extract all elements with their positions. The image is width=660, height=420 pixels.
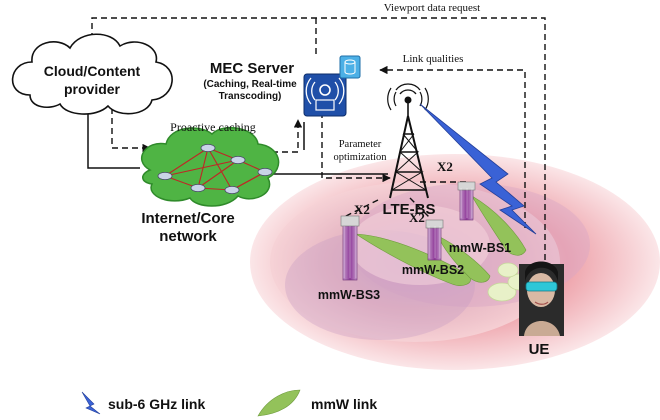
link-qualities-line — [379, 65, 526, 228]
router-icons — [157, 143, 273, 194]
lte-bs-tower — [387, 83, 429, 199]
mmw-beam-bs1 — [471, 195, 527, 256]
legend-mmw-label: mmW link — [311, 396, 377, 412]
sub6-ghz-link — [419, 103, 537, 235]
core-label-line1: Internet/Core — [141, 210, 234, 227]
ue-user-image — [519, 261, 564, 336]
mec-subtitle-2: Transcoding) — [219, 91, 282, 102]
param-opt-label-2: optimization — [333, 152, 387, 163]
x2-label-c: X2 — [409, 210, 425, 225]
mmw-beam-bs3 — [354, 233, 472, 286]
x2-label-a: X2 — [354, 202, 370, 217]
mmw-bs3-label: mmW-BS3 — [318, 288, 380, 302]
viewport-request-label: Viewport data request — [384, 2, 480, 14]
mmw-bs2-tower — [425, 219, 444, 261]
ue-label: UE — [529, 341, 550, 358]
legend-sub6-icon — [81, 391, 101, 415]
core-label-line2: network — [159, 228, 217, 245]
viewport-request-line — [87, 17, 546, 300]
proactive-caching-label: Proactive caching — [170, 120, 256, 134]
x2-link-c — [409, 197, 431, 219]
cloud-label-line2: provider — [64, 81, 121, 97]
cloud-to-core-line — [87, 110, 140, 169]
mmw-bs2-label: mmW-BS2 — [402, 263, 464, 277]
cloud-provider-node: Cloud/Content provider — [11, 33, 173, 115]
core-network-node: Internet/Core network — [140, 126, 280, 245]
database-icon — [339, 55, 361, 79]
antenna-waves — [395, 83, 421, 95]
mec-server-icon — [303, 73, 347, 117]
legend-mmw-icon — [257, 389, 301, 417]
legend-sub6-label: sub-6 GHz link — [108, 396, 205, 412]
signaling-lines — [87, 17, 546, 300]
mmw-beams — [354, 195, 527, 286]
mmw-bs3-tower — [340, 215, 360, 281]
mec-title: MEC Server — [210, 60, 294, 77]
param-opt-line — [321, 112, 391, 183]
x2-label-b: X2 — [437, 159, 453, 174]
mec-subtitle-1: (Caching, Real-time — [203, 79, 297, 90]
mmw-bs1-label: mmW-BS1 — [449, 241, 511, 255]
mmw-bs1-tower — [457, 181, 476, 221]
param-opt-label-1: Parameter — [339, 139, 382, 150]
link-qualities-label: Link qualities — [403, 53, 464, 65]
mec-server-node: MEC Server (Caching, Real-time Transcodi… — [203, 55, 361, 117]
legend: sub-6 GHz link mmW link — [81, 389, 377, 417]
cloud-label-line1: Cloud/Content — [44, 63, 141, 79]
x2-link-a — [341, 199, 379, 219]
data-links — [87, 110, 388, 175]
mmw-beam-bs2 — [437, 235, 491, 283]
cloud-to-core-dashed — [111, 108, 151, 153]
lte-bs-label: LTE-BS — [382, 201, 435, 218]
